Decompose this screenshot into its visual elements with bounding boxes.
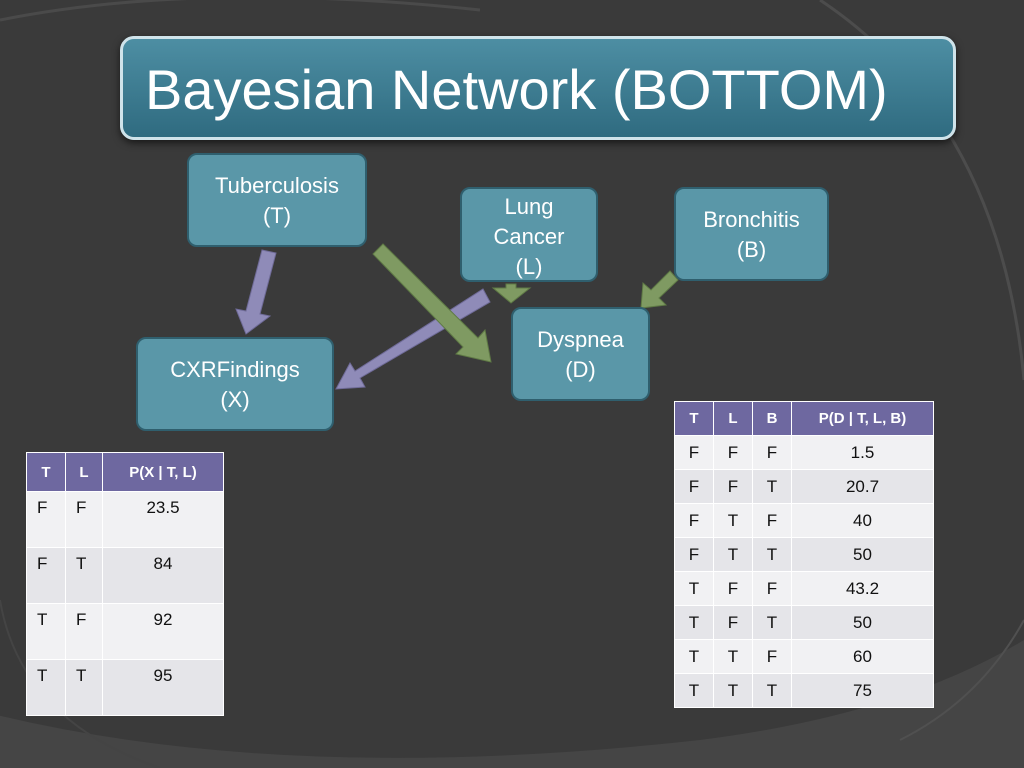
cpt-d-cell: T — [752, 605, 792, 640]
node-lung-cancer[interactable]: Lung Cancer (L) — [460, 187, 598, 282]
cpt-table-d: T L B P(D | T, L, B) F F F 1.5 F F T 20.… — [674, 401, 934, 708]
node-bronchitis-name: Bronchitis — [703, 207, 800, 232]
cpt-d-cell: T — [674, 571, 714, 606]
cpt-x-header-prob: P(X | T, L) — [102, 452, 224, 492]
table-row: F F F 1.5 — [674, 435, 934, 470]
cpt-x-header-t: T — [26, 452, 66, 492]
cpt-x-cell: 92 — [102, 603, 224, 660]
cpt-d-header-prob: P(D | T, L, B) — [791, 401, 934, 436]
node-tuberculosis[interactable]: Tuberculosis (T) — [187, 153, 367, 247]
cpt-d-cell: T — [713, 639, 753, 674]
cpt-x-cell: 95 — [102, 659, 224, 716]
edge-t-to-x — [235, 249, 277, 335]
cpt-d-cell: F — [713, 435, 753, 470]
cpt-d-header-t: T — [674, 401, 714, 436]
cpt-d-cell: F — [674, 435, 714, 470]
node-lung-cancer-symbol: (L) — [515, 254, 543, 279]
cpt-d-cell: F — [674, 469, 714, 504]
edge-t-to-d — [372, 243, 492, 363]
cpt-d-cell: T — [752, 537, 792, 572]
cpt-d-cell: T — [752, 673, 792, 708]
cpt-d-cell: F — [752, 571, 792, 606]
cpt-d-cell: 43.2 — [791, 571, 934, 606]
table-row: F F 23.5 — [26, 491, 224, 548]
edge-b-to-d — [640, 270, 679, 309]
cpt-d-cell: 50 — [791, 605, 934, 640]
cpt-d-cell: 50 — [791, 537, 934, 572]
cpt-x-cell: T — [26, 659, 66, 716]
node-bronchitis[interactable]: Bronchitis (B) — [674, 187, 829, 281]
cpt-d-cell: F — [752, 503, 792, 538]
cpt-x-cell: F — [26, 491, 66, 548]
cpt-x-cell: T — [65, 547, 103, 604]
cpt-x-header-l: L — [65, 452, 103, 492]
cpt-d-cell: F — [752, 435, 792, 470]
table-row: F F T 20.7 — [674, 469, 934, 504]
node-dyspnea-symbol: (D) — [565, 357, 596, 382]
node-dyspnea-name: Dyspnea — [537, 327, 624, 352]
cpt-d-cell: F — [713, 605, 753, 640]
cpt-d-cell: F — [674, 503, 714, 538]
node-tuberculosis-name: Tuberculosis — [215, 173, 339, 198]
edge-l-to-d — [491, 283, 532, 304]
cpt-x-cell: T — [65, 659, 103, 716]
cpt-d-cell: 75 — [791, 673, 934, 708]
node-dyspnea[interactable]: Dyspnea (D) — [511, 307, 650, 401]
table-row: T T F 60 — [674, 639, 934, 674]
cpt-x-header-row: T L P(X | T, L) — [26, 452, 224, 492]
title-banner: Bayesian Network (BOTTOM) — [120, 36, 956, 140]
cpt-x-cell: F — [65, 603, 103, 660]
cpt-d-header-row: T L B P(D | T, L, B) — [674, 401, 934, 436]
cpt-x-cell: F — [65, 491, 103, 548]
node-cxrfindings-name: CXRFindings — [170, 357, 300, 382]
cpt-d-cell: T — [713, 503, 753, 538]
slide-title: Bayesian Network (BOTTOM) — [145, 58, 888, 121]
node-cxrfindings[interactable]: CXRFindings (X) — [136, 337, 334, 431]
table-row: T T T 75 — [674, 673, 934, 708]
cpt-d-cell: T — [713, 673, 753, 708]
cpt-d-cell: T — [674, 605, 714, 640]
cpt-d-header-l: L — [713, 401, 753, 436]
cpt-d-cell: T — [674, 639, 714, 674]
cpt-d-cell: 1.5 — [791, 435, 934, 470]
cpt-table-x: T L P(X | T, L) F F 23.5 F T 84 T F 92 T… — [26, 452, 224, 716]
cpt-x-cell: 23.5 — [102, 491, 224, 548]
node-lung-cancer-name-2: Cancer — [493, 224, 565, 249]
cpt-d-cell: F — [713, 571, 753, 606]
cpt-x-cell: F — [26, 547, 66, 604]
cpt-d-cell: T — [674, 673, 714, 708]
node-cxrfindings-symbol: (X) — [220, 387, 250, 412]
cpt-x-cell: T — [26, 603, 66, 660]
cpt-d-cell: T — [713, 537, 753, 572]
cpt-d-header-b: B — [752, 401, 792, 436]
cpt-d-cell: F — [752, 639, 792, 674]
cpt-d-cell: 40 — [791, 503, 934, 538]
cpt-d-cell: 60 — [791, 639, 934, 674]
node-lung-cancer-name-1: Lung — [504, 194, 554, 219]
node-tuberculosis-symbol: (T) — [262, 203, 292, 228]
table-row: F T T 50 — [674, 537, 934, 572]
node-bronchitis-symbol: (B) — [736, 237, 767, 262]
cpt-d-cell: 20.7 — [791, 469, 934, 504]
cpt-d-cell: F — [674, 537, 714, 572]
cpt-x-cell: 84 — [102, 547, 224, 604]
table-row: T F F 43.2 — [674, 571, 934, 606]
cpt-d-cell: F — [713, 469, 753, 504]
table-row: T T 95 — [26, 659, 224, 716]
table-row: F T F 40 — [674, 503, 934, 538]
table-row: T F T 50 — [674, 605, 934, 640]
cpt-d-cell: T — [752, 469, 792, 504]
table-row: F T 84 — [26, 547, 224, 604]
table-row: T F 92 — [26, 603, 224, 660]
